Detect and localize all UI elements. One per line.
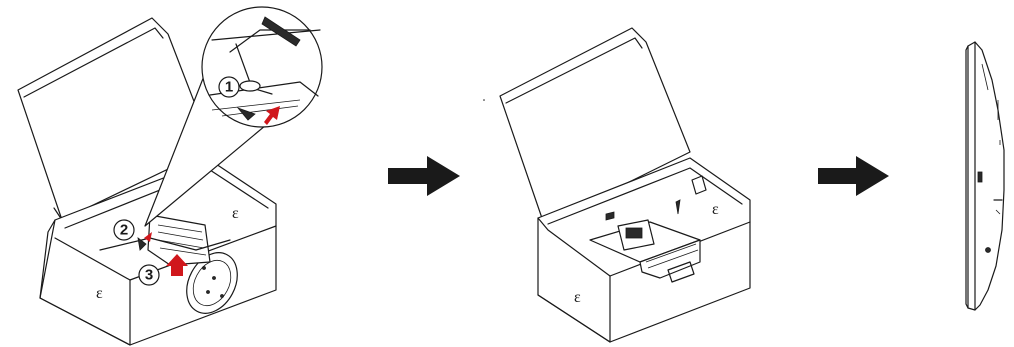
- arrow-right-icon: [818, 156, 889, 196]
- panel-3-monitor-side: [966, 42, 1004, 310]
- panel-2-packed-box: ɛ ɛ: [483, 28, 750, 342]
- box-handle-glyph: ɛ: [96, 285, 103, 302]
- svg-text:ɛ: ɛ: [232, 205, 239, 222]
- svg-text:2: 2: [120, 222, 128, 239]
- step-badge-1: 1: [219, 77, 239, 97]
- arrow-right-icon: [388, 156, 460, 196]
- step-badge-3: 3: [139, 265, 159, 285]
- svg-text:ɛ: ɛ: [712, 201, 719, 218]
- svg-text:1: 1: [225, 79, 233, 96]
- svg-text:3: 3: [145, 267, 153, 284]
- svg-text:ɛ: ɛ: [574, 289, 581, 306]
- panel-1-unpacking-stand: ɛ ɛ 1 2: [18, 7, 322, 345]
- step-badge-2: 2: [114, 220, 134, 240]
